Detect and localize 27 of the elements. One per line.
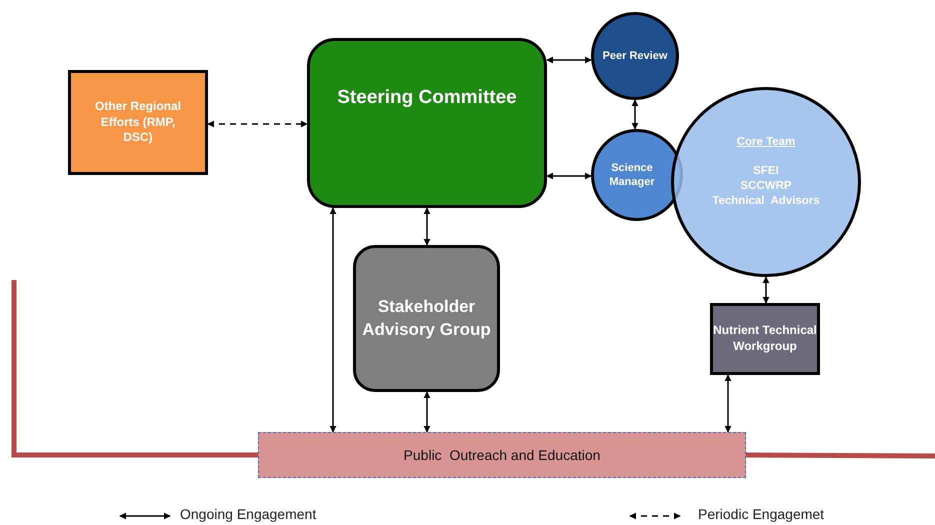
node-label: Technical Advisors <box>712 194 820 209</box>
node-label: Steering Committee <box>337 86 517 110</box>
node-label: Public Outreach and Education <box>404 446 600 464</box>
process-box <box>68 70 208 175</box>
arrow <box>632 99 638 130</box>
process-box <box>710 303 820 375</box>
rounded-box <box>353 245 500 392</box>
arrow <box>424 391 430 433</box>
arrow <box>762 276 770 304</box>
node-label: Stakeholder Advisory Group <box>361 296 492 340</box>
node-label: Other Regional Efforts (RMP, DSC) <box>94 99 182 146</box>
arrow <box>330 207 336 433</box>
arrow <box>546 56 592 64</box>
node-label: Science Manager <box>608 160 656 190</box>
node-label: SCCWRP <box>740 179 792 194</box>
arrow <box>207 120 308 128</box>
legend-label: Periodic Engagemet <box>698 506 824 522</box>
arrow <box>546 172 592 180</box>
legend-label: Ongoing Engagement <box>180 506 316 522</box>
node-label: Peer Review <box>602 48 668 64</box>
node-label: Nutrient Technical Workgroup <box>713 323 817 355</box>
arrow <box>724 374 732 433</box>
arrow <box>424 207 430 246</box>
rounded-box <box>307 38 547 208</box>
node-label: SFEI <box>753 164 779 179</box>
outreach-band <box>258 432 746 478</box>
node-heading: Core Team <box>736 135 796 150</box>
